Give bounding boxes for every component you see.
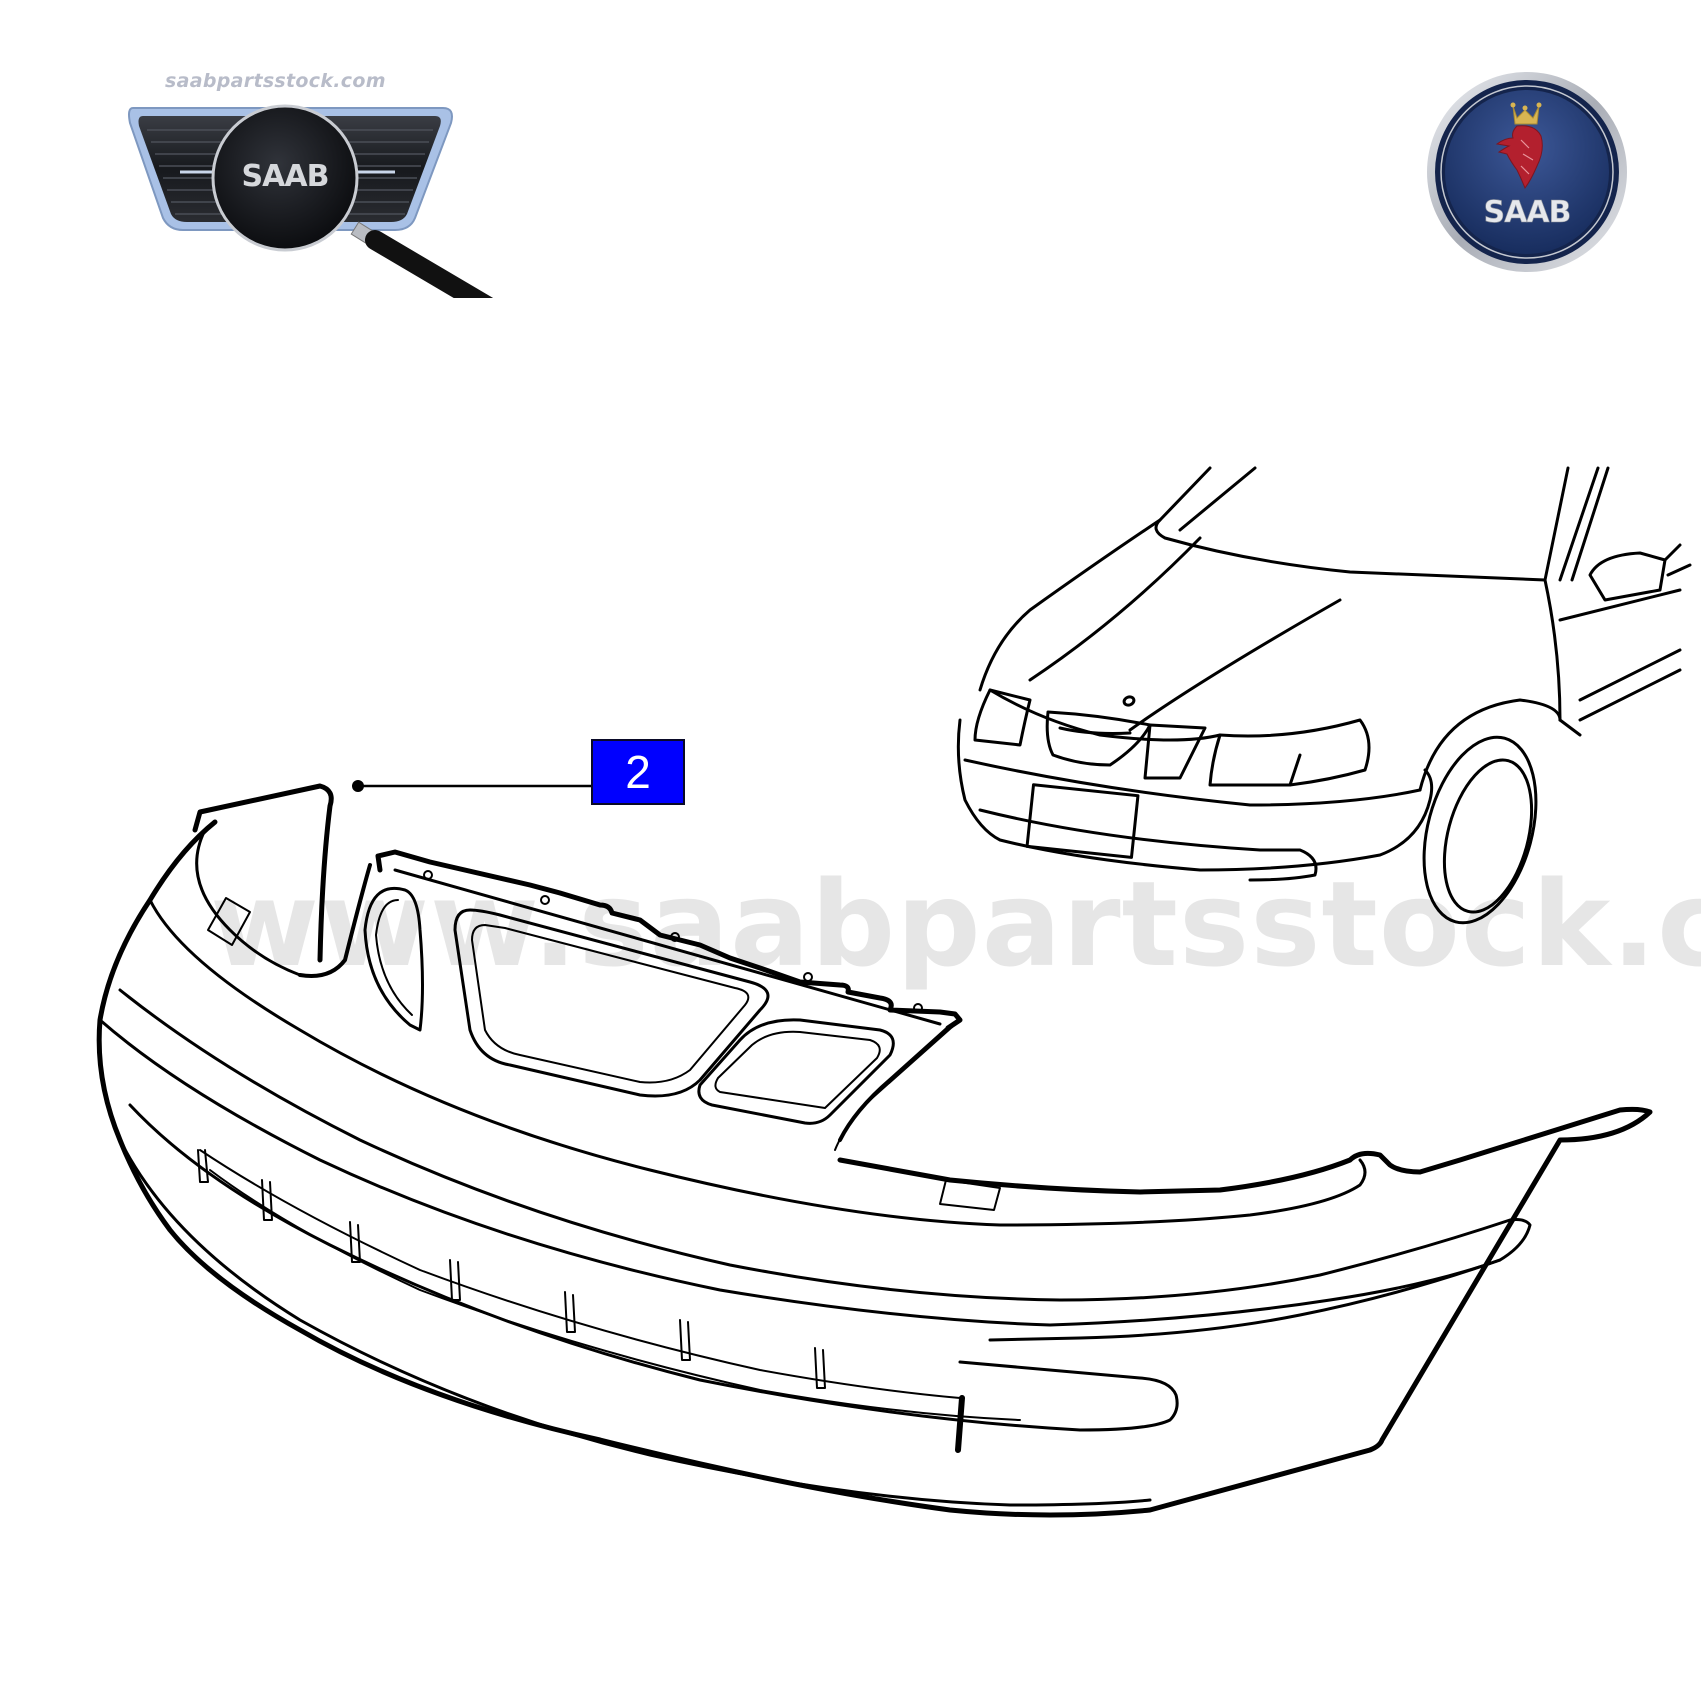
site-url-text[interactable]: saabpartsstock.com <box>165 70 386 92</box>
callout-number: 2 <box>625 746 651 798</box>
brand-badge: SAAB <box>1425 70 1630 275</box>
brand-badge-text: SAAB <box>1484 195 1571 230</box>
callout-leader-2 <box>352 780 593 792</box>
callout-label-2[interactable]: 2 <box>591 739 685 805</box>
grille-badge-text: SAAB <box>242 159 329 194</box>
grille-magnifier-icon: SAAB <box>128 104 497 316</box>
front-bumper-part <box>96 783 1653 1518</box>
griffin-crown-icon: SAAB <box>1427 72 1627 272</box>
site-logo[interactable]: SAAB <box>125 68 515 316</box>
inset-vehicle-illustration <box>956 466 1692 925</box>
